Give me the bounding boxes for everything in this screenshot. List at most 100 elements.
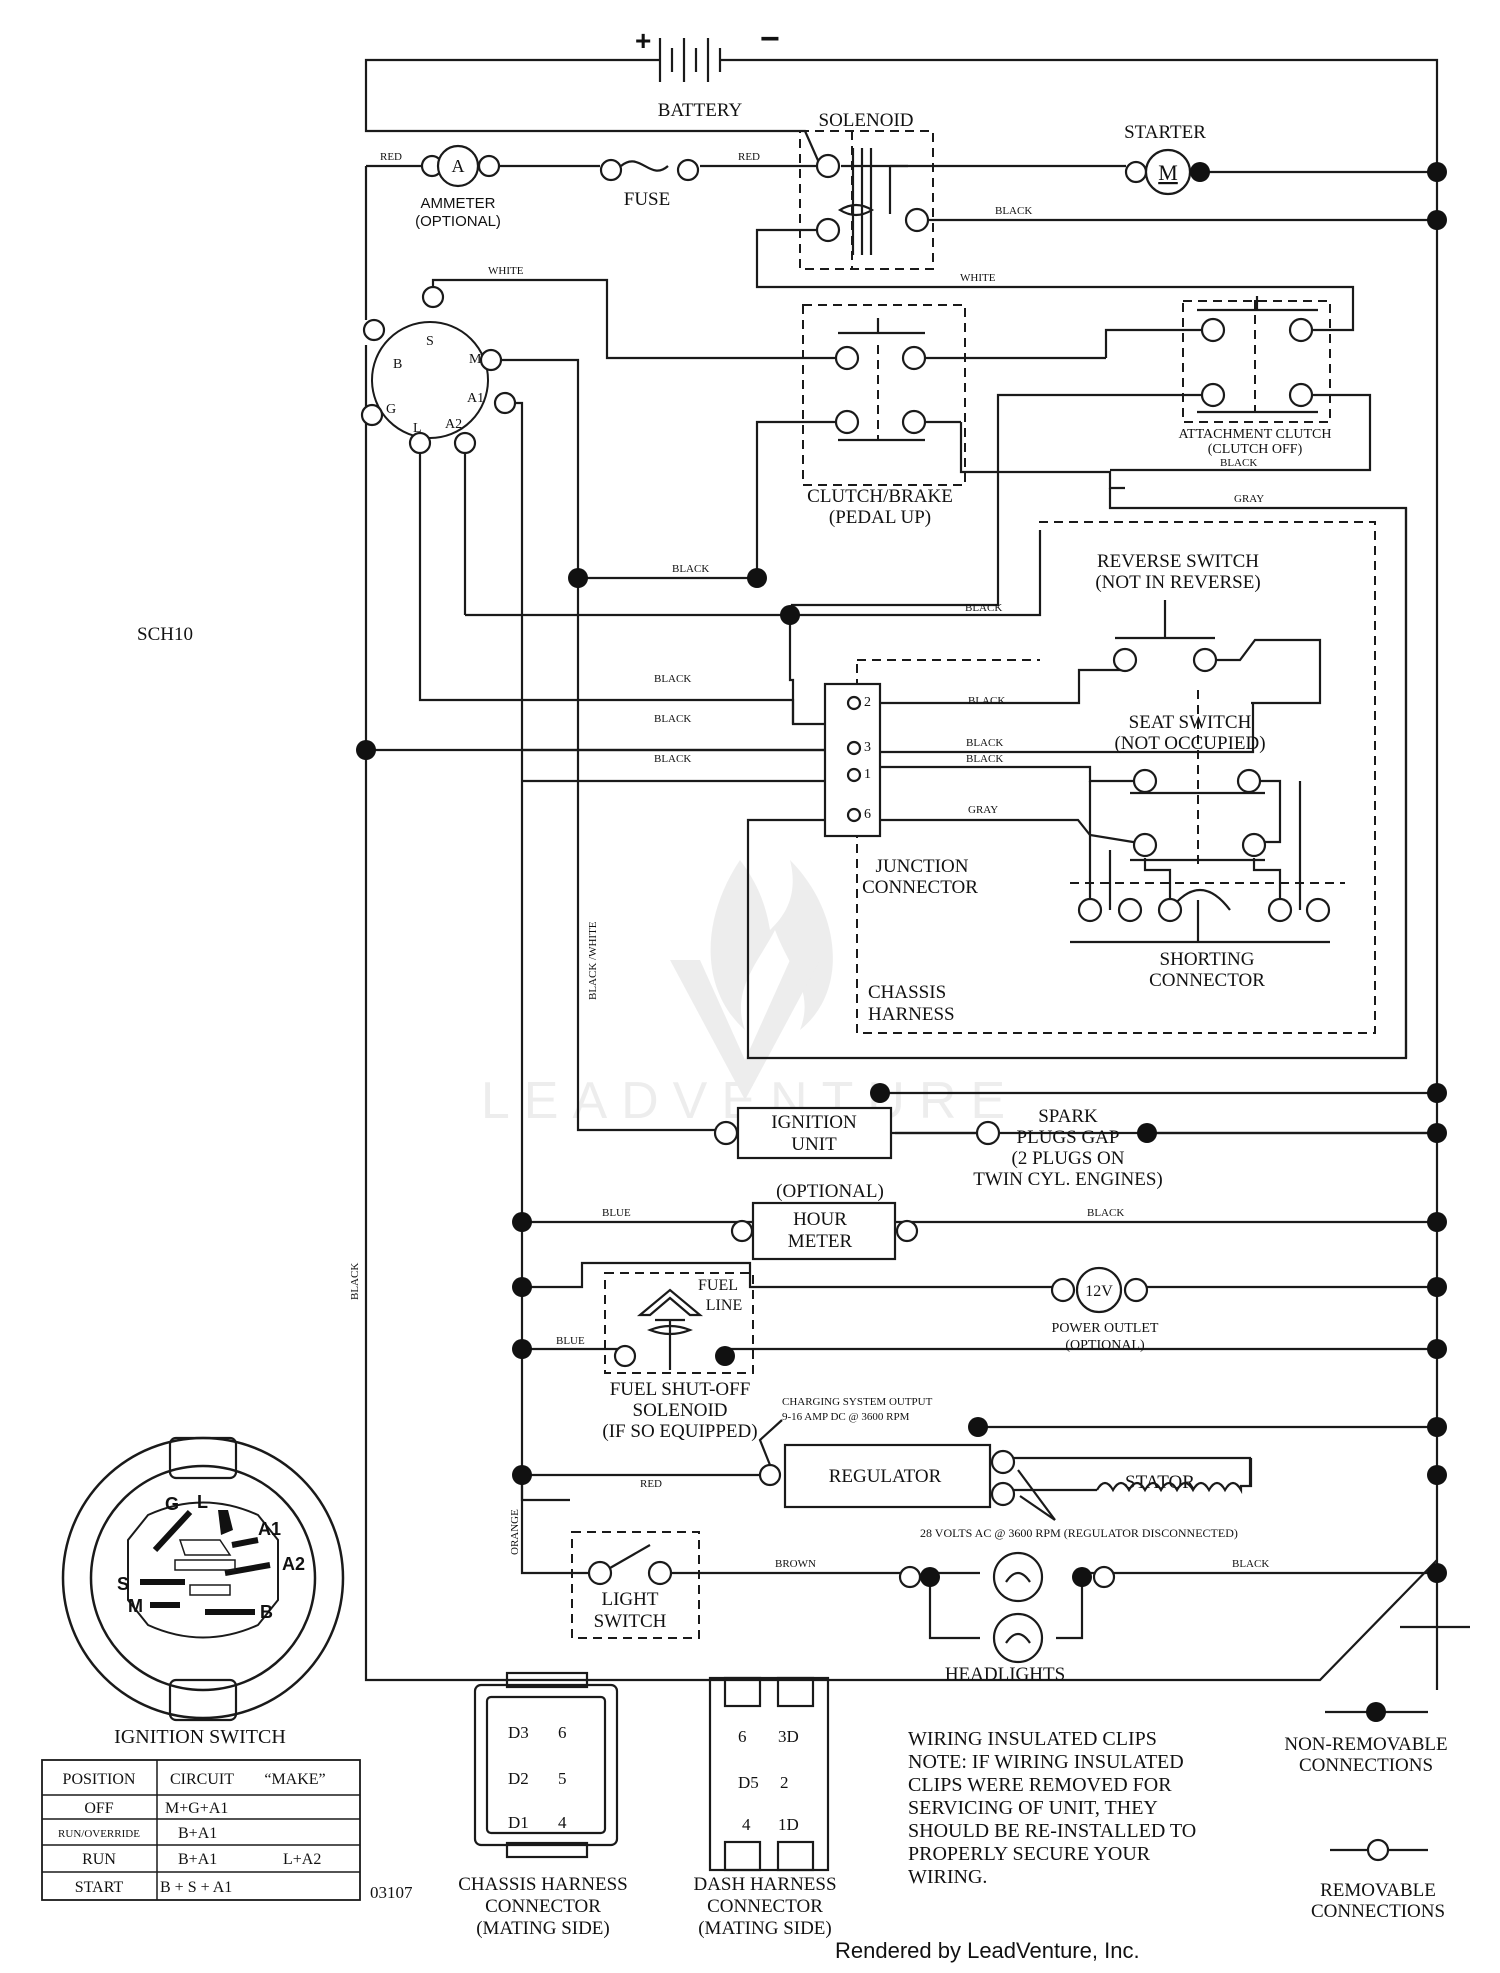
- light-switch: LIGHT SWITCH: [587, 1544, 673, 1632]
- dh-label-3: (MATING SIDE): [698, 1918, 832, 1939]
- ch-pin-d3: D3: [508, 1723, 529, 1742]
- ammeter-label: AMMETER: [421, 195, 496, 212]
- battery-label: BATTERY: [658, 100, 743, 121]
- junction-nodes: [356, 162, 1447, 1583]
- reverse-switch-state: (NOT IN REVERSE): [1095, 572, 1260, 593]
- row-override-circuit: B+A1: [178, 1825, 217, 1842]
- terminal-s: S: [426, 334, 434, 349]
- dh-pin-2: 2: [780, 1773, 789, 1792]
- junction-pin-1: 1: [864, 767, 871, 782]
- attachment-clutch-label: ATTACHMENT CLUTCH: [1178, 427, 1331, 442]
- junction-label: JUNCTION: [876, 856, 969, 877]
- junction-connector: 2 3 1 6 JUNCTION CONNECTOR CHASSIS HARNE…: [823, 682, 978, 1025]
- reverse-switch: REVERSE SWITCH (NOT IN REVERSE): [1095, 551, 1261, 673]
- junction-pin-6: 6: [864, 807, 871, 822]
- row-run-pos: RUN: [82, 1851, 116, 1868]
- stator: STATOR 28 VOLTS AC @ 3600 RPM (REGULATOR…: [920, 1458, 1253, 1540]
- spark-label: SPARK: [1038, 1106, 1098, 1127]
- wire-red-1: RED: [380, 151, 402, 163]
- note-line-2: NOTE: IF WIRING INSULATED: [908, 1751, 1184, 1773]
- spark-label-4: TWIN CYL. ENGINES): [973, 1169, 1162, 1190]
- fuel-line-label: FUEL: [698, 1277, 738, 1294]
- attachment-clutch-state: (CLUTCH OFF): [1208, 442, 1303, 457]
- battery-plus: +: [635, 25, 651, 56]
- legend-nonremovable-2: CONNECTIONS: [1299, 1755, 1433, 1776]
- diagram-code: SCH10: [137, 624, 193, 645]
- row-off-pos: OFF: [84, 1800, 113, 1817]
- battery: + − BATTERY: [635, 20, 781, 121]
- note-line-5: SHOULD BE RE-INSTALLED TO: [908, 1820, 1196, 1842]
- face-m: M: [128, 1596, 143, 1616]
- attachment-clutch-switch: ATTACHMENT CLUTCH (CLUTCH OFF): [1178, 296, 1332, 457]
- terminal-b: B: [393, 357, 402, 372]
- starter-symbol: M: [1158, 160, 1178, 185]
- seat-switch-state: (NOT OCCUPIED): [1114, 733, 1265, 754]
- clutch-brake-label: CLUTCH/BRAKE: [807, 486, 953, 507]
- legend-removable-1: REMOVABLE: [1320, 1880, 1436, 1901]
- dh-pin-6: 6: [738, 1727, 747, 1746]
- reverse-switch-label: REVERSE SWITCH: [1097, 551, 1259, 572]
- wires: [364, 58, 1470, 1690]
- wire-blue-1: BLUE: [602, 1207, 631, 1219]
- light-switch-label: LIGHT: [602, 1589, 659, 1610]
- chassis-harness-label-2: HARNESS: [868, 1004, 955, 1025]
- ignition-switch-face: G L A1 S A2 M B IGNITION SWITCH: [61, 1436, 345, 1748]
- wire-black-2: BLACK: [1220, 457, 1257, 469]
- row-run-make: L+A2: [283, 1851, 321, 1868]
- row-override-pos: RUN/OVERRIDE: [58, 1828, 140, 1840]
- clutch-brake-switch: CLUTCH/BRAKE (PEDAL UP): [807, 318, 953, 528]
- legend: NON-REMOVABLE CONNECTIONS REMOVABLE CONN…: [1284, 1702, 1448, 1922]
- wire-black-12: BLACK: [1232, 1558, 1269, 1570]
- wire-black-11: BLACK: [1087, 1207, 1124, 1219]
- power-outlet-optional: (OPTIONAL): [1065, 1338, 1145, 1353]
- hour-meter-label-2: METER: [788, 1231, 853, 1252]
- wire-white-2: WHITE: [960, 272, 996, 284]
- power-outlet: 12V POWER OUTLET (OPTIONAL): [1050, 1266, 1159, 1353]
- watermark: LEADVENTURE: [481, 860, 1005, 1130]
- fuel-solenoid-label-2: SOLENOID: [633, 1400, 728, 1421]
- wire-black-4: BLACK: [965, 602, 1002, 614]
- wire-black-9: BLACK: [966, 737, 1003, 749]
- charging-output-value: 9-16 AMP DC @ 3600 RPM: [782, 1411, 910, 1423]
- fuel-solenoid-label: FUEL SHUT-OFF: [610, 1379, 751, 1400]
- wire-black-7: BLACK: [654, 713, 691, 725]
- fuse-label: FUSE: [624, 189, 670, 210]
- wire-black-10: BLACK: [966, 753, 1003, 765]
- note-line-4: SERVICING OF UNIT, THEY: [908, 1797, 1158, 1819]
- ch-pin-d2: D2: [508, 1769, 529, 1788]
- light-switch-label-2: SWITCH: [594, 1611, 667, 1632]
- th-circuit: CIRCUIT: [170, 1771, 234, 1788]
- wire-gray-2: GRAY: [968, 804, 998, 816]
- shorting-connector: SHORTING CONNECTOR: [1077, 897, 1331, 991]
- wire-black-white: BLACK /WHITE: [587, 921, 599, 1000]
- ch-label-1: CHASSIS HARNESS: [458, 1874, 627, 1895]
- starter-label: STARTER: [1124, 122, 1206, 143]
- solenoid: SOLENOID: [815, 110, 930, 255]
- ammeter-symbol: A: [452, 156, 465, 176]
- junction-pin-3: 3: [864, 740, 871, 755]
- shorting-connector-label: SHORTING: [1160, 949, 1255, 970]
- th-make: “MAKE”: [264, 1771, 325, 1788]
- face-a1: A1: [258, 1519, 281, 1539]
- fuel-line-label-2: LINE: [706, 1297, 742, 1314]
- ch-label-2: CONNECTOR: [485, 1896, 601, 1917]
- wire-gray-1: GRAY: [1234, 493, 1264, 505]
- note-line-1: WIRING INSULATED CLIPS: [908, 1728, 1157, 1750]
- note-block: WIRING INSULATED CLIPS NOTE: IF WIRING I…: [908, 1728, 1196, 1888]
- wire-black-8: BLACK: [654, 753, 691, 765]
- th-position: POSITION: [63, 1771, 136, 1788]
- dh-label-1: DASH HARNESS: [693, 1874, 836, 1895]
- face-b: B: [260, 1602, 273, 1622]
- hour-meter-label: HOUR: [793, 1209, 847, 1230]
- terminal-l: L: [413, 421, 422, 436]
- note-line-6: PROPERLY SECURE YOUR: [908, 1843, 1151, 1865]
- fuel-solenoid-label-3: (IF SO EQUIPPED): [602, 1421, 757, 1442]
- dh-pin-d5: D5: [738, 1773, 759, 1792]
- dh-pin-4: 4: [742, 1815, 751, 1834]
- seat-switch-label: SEAT SWITCH: [1129, 712, 1252, 733]
- ignition-switch-terminals: S B M G A1 L A2: [360, 285, 517, 455]
- fuel-solenoid: FUEL LINE FUEL SHUT-OFF SOLENOID (IF SO …: [602, 1277, 757, 1442]
- shorting-connector-label-2: CONNECTOR: [1149, 970, 1265, 991]
- ammeter: A AMMETER (OPTIONAL): [415, 144, 501, 230]
- row-off-circuit: M+G+A1: [165, 1800, 228, 1817]
